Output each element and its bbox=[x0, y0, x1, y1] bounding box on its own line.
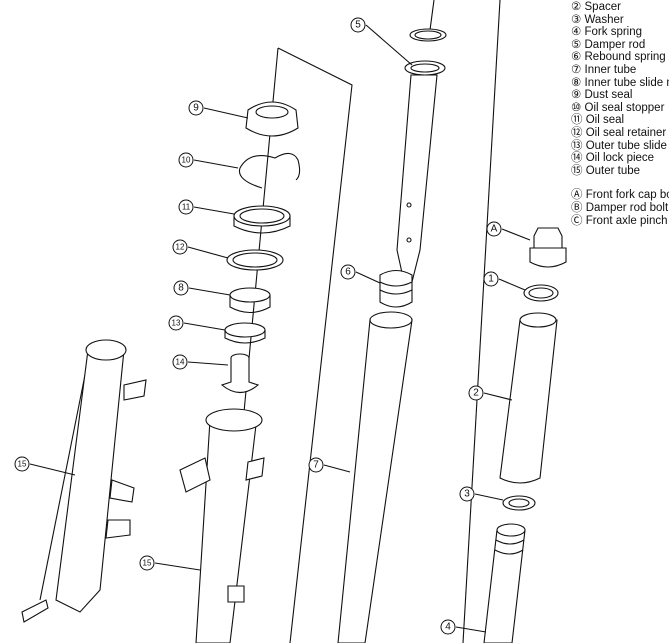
callout-14: 14 bbox=[172, 354, 188, 370]
callout-11: 11 bbox=[178, 199, 194, 215]
callout-7: 7 bbox=[308, 457, 324, 473]
callout-5: 5 bbox=[350, 17, 366, 33]
legend-item: Ⓑ Damper rod bolt bbox=[571, 201, 669, 214]
seal-stack bbox=[220, 101, 301, 394]
callout-15-center: 15 bbox=[139, 555, 155, 571]
svg-text:5: 5 bbox=[355, 20, 361, 31]
svg-text:1: 1 bbox=[488, 274, 494, 285]
callout-12: 12 bbox=[172, 239, 188, 255]
legend-item: ⑧ Inner tube slide m bbox=[571, 76, 669, 89]
svg-text:13: 13 bbox=[172, 319, 181, 328]
svg-text:7: 7 bbox=[313, 460, 319, 471]
legend-item: ⑭ Oil lock piece bbox=[571, 152, 655, 165]
legend-item: ⑩ Oil seal stopper bbox=[571, 101, 665, 114]
callout-10: 10 bbox=[178, 152, 194, 168]
leader-lines bbox=[29, 24, 531, 633]
svg-text:2: 2 bbox=[473, 388, 479, 399]
legend-item: Ⓐ Front fork cap bo bbox=[571, 189, 669, 202]
right-parts bbox=[483, 227, 567, 643]
callout-A: A bbox=[486, 221, 502, 237]
svg-text:15: 15 bbox=[143, 559, 152, 568]
legend-item: ⑤ Damper rod bbox=[571, 38, 646, 51]
legend-item: ⑮ Outer tube bbox=[571, 164, 641, 177]
callout-15-left: 15 bbox=[14, 456, 30, 472]
svg-text:11: 11 bbox=[182, 203, 191, 212]
svg-text:15: 15 bbox=[18, 460, 27, 469]
legend-item: ⑪ Oil seal bbox=[571, 114, 625, 127]
outer-tube-left bbox=[21, 339, 147, 623]
legend-item: ⑥ Rebound spring bbox=[571, 51, 666, 64]
callout-8: 8 bbox=[173, 280, 189, 296]
svg-text:3: 3 bbox=[464, 489, 470, 500]
parts-legend: ② Spacer ③ Washer ④ Fork spring ⑤ Damper… bbox=[571, 1, 669, 227]
legend-item: ⑦ Inner tube bbox=[571, 63, 637, 76]
callout-2: 2 bbox=[468, 385, 484, 401]
svg-text:9: 9 bbox=[193, 103, 199, 114]
callout-6: 6 bbox=[340, 264, 356, 280]
legend-item: ⑫ Oil seal retainer bbox=[571, 126, 667, 139]
callout-13: 13 bbox=[168, 315, 184, 331]
svg-text:8: 8 bbox=[178, 283, 184, 294]
legend-item: ④ Fork spring bbox=[571, 26, 643, 39]
legend-item: ⑨ Dust seal bbox=[571, 89, 633, 102]
svg-text:14: 14 bbox=[176, 358, 185, 367]
svg-text:12: 12 bbox=[176, 243, 185, 252]
legend-item: ⑬ Outer tube slide bbox=[571, 139, 667, 152]
legend-item: ② Spacer bbox=[571, 1, 621, 13]
svg-text:6: 6 bbox=[345, 267, 351, 278]
callouts: 5 9 10 11 12 8 13 14 6 A 1 2 3 4 7 15 15 bbox=[14, 17, 502, 635]
legend-item: ③ Washer bbox=[571, 13, 624, 26]
svg-text:10: 10 bbox=[182, 156, 191, 165]
outer-tube-center bbox=[179, 408, 265, 643]
legend-item: Ⓒ Front axle pinch bbox=[571, 214, 668, 227]
svg-text:4: 4 bbox=[445, 622, 451, 633]
svg-text:A: A bbox=[491, 224, 498, 235]
callout-1: 1 bbox=[483, 271, 499, 287]
callout-9: 9 bbox=[188, 100, 204, 116]
inner-tube bbox=[337, 269, 413, 643]
callout-4: 4 bbox=[440, 619, 456, 635]
callout-3: 3 bbox=[459, 486, 475, 502]
damper-rod bbox=[396, 28, 447, 283]
